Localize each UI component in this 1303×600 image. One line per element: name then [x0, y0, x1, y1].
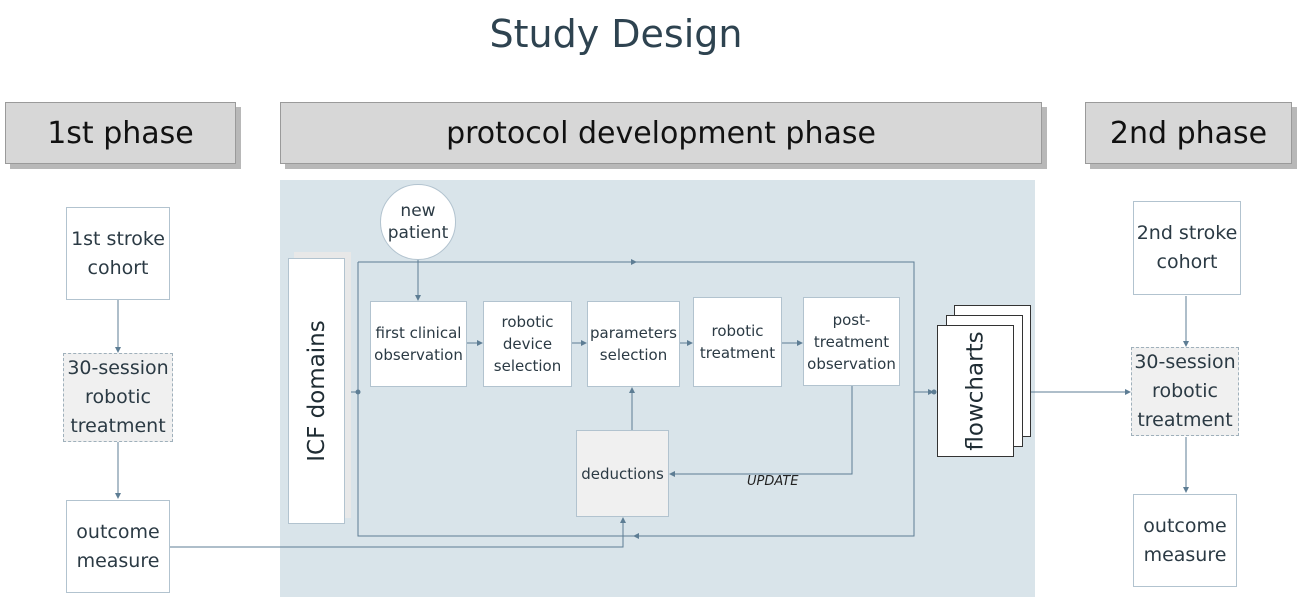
- update-label: UPDATE: [747, 474, 799, 489]
- step-post-treatment-observation: post-treatment observation: [803, 297, 900, 386]
- step-robotic-treatment: robotic treatment: [693, 297, 782, 387]
- second-outcome-box: outcome measure: [1133, 494, 1237, 587]
- flowchart-page-front: flowcharts: [937, 325, 1014, 457]
- first-cohort-box: 1st stroke cohort: [66, 207, 170, 300]
- banner-protocol-phase: protocol development phase: [280, 102, 1042, 164]
- second-treatment-box: 30-session robotic treatment: [1131, 347, 1239, 436]
- step-robotic-device-selection: robotic device selection: [483, 301, 572, 387]
- page-title: Study Design: [489, 12, 743, 56]
- banner-first-phase: 1st phase: [5, 102, 236, 164]
- step-first-clinical-observation: first clinical observation: [370, 301, 467, 387]
- first-treatment-box: 30-session robotic treatment: [63, 353, 173, 442]
- first-outcome-box: outcome measure: [66, 500, 170, 593]
- step-parameters-selection: parameters selection: [587, 301, 680, 387]
- icf-domains-box: ICF domains: [288, 258, 345, 524]
- flowcharts-label: flowcharts: [962, 331, 989, 451]
- banner-second-phase: 2nd phase: [1085, 102, 1292, 164]
- icf-domains-label: ICF domains: [303, 320, 330, 462]
- second-cohort-box: 2nd stroke cohort: [1133, 201, 1241, 295]
- new-patient-node: new patient: [380, 184, 456, 260]
- deductions-box: deductions: [576, 430, 669, 517]
